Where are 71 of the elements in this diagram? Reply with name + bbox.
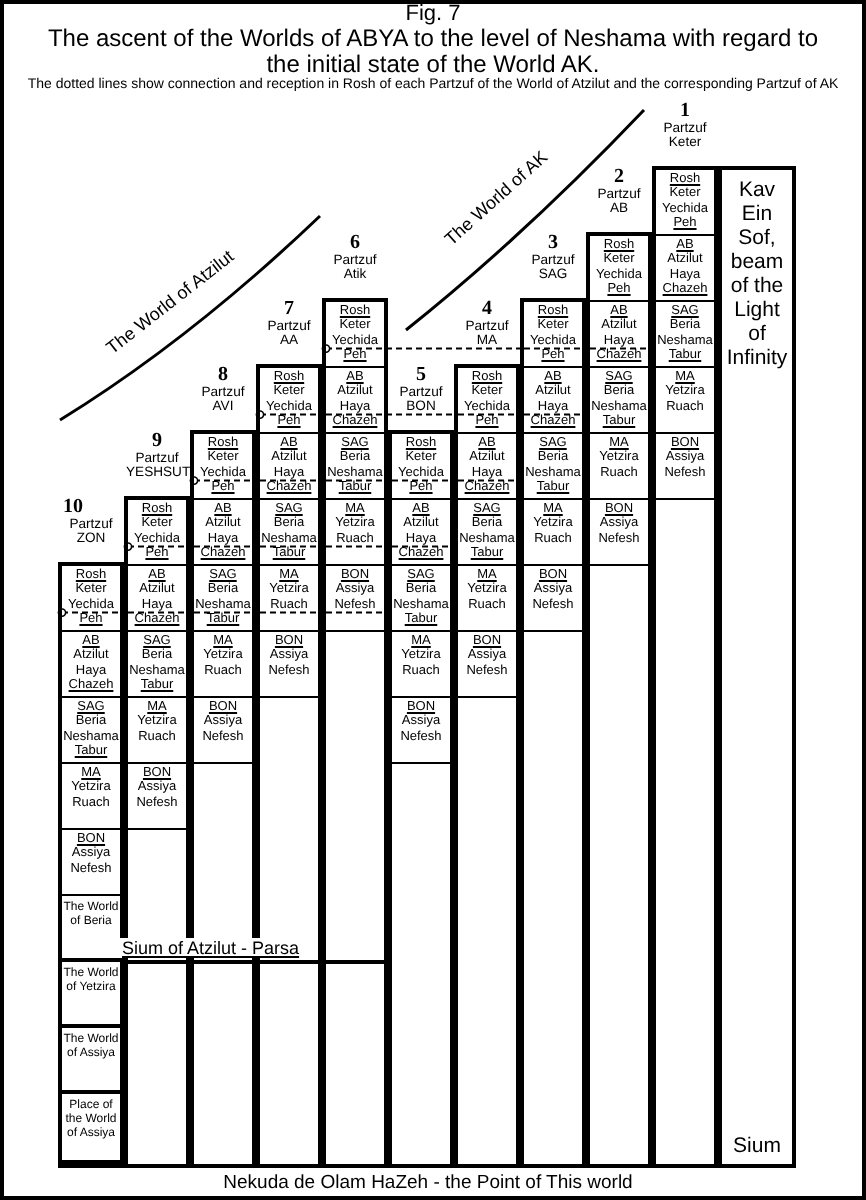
column-number: 9 (150, 430, 164, 452)
sefira-cell (656, 236, 714, 302)
sefira-cell (656, 368, 714, 434)
sefira-cell (62, 830, 120, 896)
sefira-cell (656, 302, 714, 368)
figure-number: Fig. 7 (403, 2, 463, 26)
sefira-cell (128, 566, 186, 632)
sefira-cell (326, 434, 384, 500)
sefira-cell (458, 500, 516, 566)
sefira-cell (62, 698, 120, 764)
sefira-cell (194, 500, 252, 566)
sefira-cell (62, 764, 120, 830)
figure-title: The ascent of the Worlds of ABYA to the level of Neshama with regard to the initial state of the World AK. (47, 26, 821, 78)
sefira-cell (62, 632, 120, 698)
sefira-cell (194, 698, 252, 764)
sefira-cell (326, 302, 384, 368)
sefira-cell (128, 632, 186, 698)
sefira-cell (458, 632, 516, 698)
column-number: 3 (546, 232, 560, 254)
sefira-cell (260, 434, 318, 500)
bottom-label: Nekuda de Olam HaZeh - the Point of This world (221, 1172, 635, 1194)
sefira-cell (656, 170, 714, 236)
column-number: 5 (414, 364, 428, 386)
column-number: 8 (216, 364, 230, 386)
sefira-cell (128, 698, 186, 764)
sefira-cell (194, 566, 252, 632)
world-cell (62, 1094, 120, 1164)
sefira-cell (458, 434, 516, 500)
sefira-cell (656, 434, 714, 500)
sefira-cell (392, 434, 450, 500)
column-number: 10 (61, 496, 85, 518)
sefira-cell (194, 632, 252, 698)
sefira-cell (128, 500, 186, 566)
sefira-cell (260, 566, 318, 632)
world-cell (62, 1028, 120, 1094)
sefira-cell (524, 434, 582, 500)
column-number: 2 (612, 166, 626, 188)
kav-label: Kav Ein Sof, beam of the Light of Infinity (724, 178, 790, 370)
sefira-cell (326, 566, 384, 632)
sefira-cell (260, 368, 318, 434)
sefira-cell (524, 302, 582, 368)
sefira-cell (326, 368, 384, 434)
sefira-cell (260, 632, 318, 698)
world-cell (62, 962, 120, 1028)
sefira-cell (590, 302, 648, 368)
sefira-cell (590, 368, 648, 434)
sefira-cell (590, 236, 648, 302)
sefira-cell (524, 566, 582, 632)
sefira-cell (128, 764, 186, 830)
sefira-cell (590, 500, 648, 566)
sefira-cell (194, 434, 252, 500)
sefira-cell (392, 566, 450, 632)
kav-column (718, 166, 796, 1168)
column-number: 7 (282, 298, 296, 320)
sefira-cell (326, 500, 384, 566)
sefira-cell (392, 500, 450, 566)
sefira-cell (458, 566, 516, 632)
sium-label: Sium (731, 1134, 783, 1158)
sefira-cell (392, 632, 450, 698)
parsa-label: Sium of Atzilut - Parsa (120, 938, 302, 958)
sefira-cell (524, 368, 582, 434)
sefira-cell (62, 566, 120, 632)
sefira-cell (458, 368, 516, 434)
column-number: 4 (480, 298, 494, 320)
sefira-cell (590, 434, 648, 500)
dashed-connector (321, 344, 525, 353)
sefira-cell (524, 500, 582, 566)
column-number: 1 (678, 100, 692, 122)
sefira-cell (392, 698, 450, 764)
sefira-cell (260, 500, 318, 566)
column-number: 6 (348, 232, 362, 254)
